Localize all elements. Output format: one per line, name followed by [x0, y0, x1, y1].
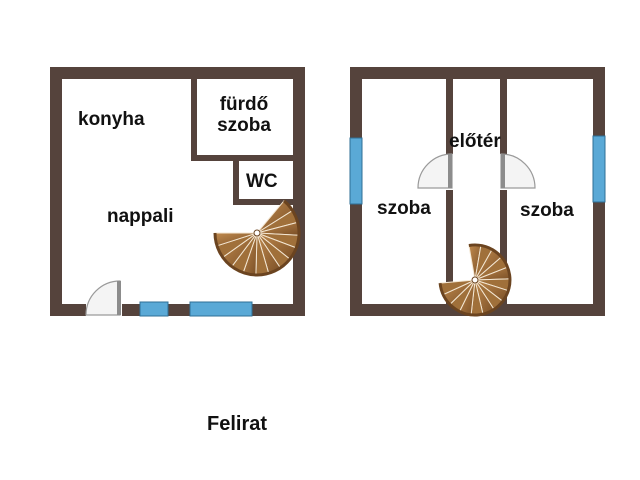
- stair-rim: [213, 199, 301, 277]
- room-label-furdo-line2: szoba: [217, 114, 271, 136]
- ground-wall-right: [293, 67, 305, 316]
- room-label-eloter: előtér: [449, 131, 501, 152]
- upper-door-right-leaf: [501, 154, 505, 188]
- upper-door-left-swing: [417, 153, 453, 189]
- room-label-szoba-right: szoba: [520, 200, 574, 221]
- ground-wall-top: [50, 67, 305, 79]
- room-label-furdo: fürdő szoba: [205, 94, 283, 137]
- upper-spiral-stair: [438, 243, 512, 317]
- upper-window-right: [592, 135, 606, 203]
- stair-core: [471, 276, 479, 284]
- corridor-wall-left-upper: [446, 79, 453, 154]
- corridor-wall-left-lower: [446, 190, 453, 304]
- ground-wall-left: [50, 67, 62, 316]
- corridor-wall-right-upper: [500, 79, 507, 154]
- wc-wall-left: [233, 161, 239, 205]
- bath-wall-left: [191, 79, 197, 161]
- upper-floor-plan: [349, 67, 606, 317]
- stair-core: [253, 229, 261, 237]
- upper-window-left: [349, 137, 363, 205]
- ground-floor-plan: [50, 67, 305, 317]
- bath-wall-bottom: [191, 155, 293, 161]
- room-label-wc: WC: [246, 171, 278, 192]
- ground-door-leaf: [117, 281, 121, 315]
- upper-wall-top: [350, 67, 605, 79]
- room-label-furdo-line1: fürdő: [219, 94, 269, 115]
- stair-rim: [438, 243, 512, 317]
- ground-door-swing: [85, 280, 121, 316]
- room-label-nappali: nappali: [107, 206, 174, 227]
- ground-window-2: [189, 301, 253, 317]
- corridor-wall-right-lower: [500, 190, 507, 304]
- ground-window-1: [139, 301, 169, 317]
- caption-text: Felirat: [206, 413, 268, 435]
- wc-wall-bottom: [233, 199, 293, 205]
- room-label-szoba-left: szoba: [377, 198, 431, 219]
- room-label-konyha: konyha: [78, 109, 145, 130]
- upper-door-left-leaf: [448, 154, 452, 188]
- ground-spiral-stair: [213, 199, 301, 277]
- upper-door-right-swing: [500, 153, 536, 189]
